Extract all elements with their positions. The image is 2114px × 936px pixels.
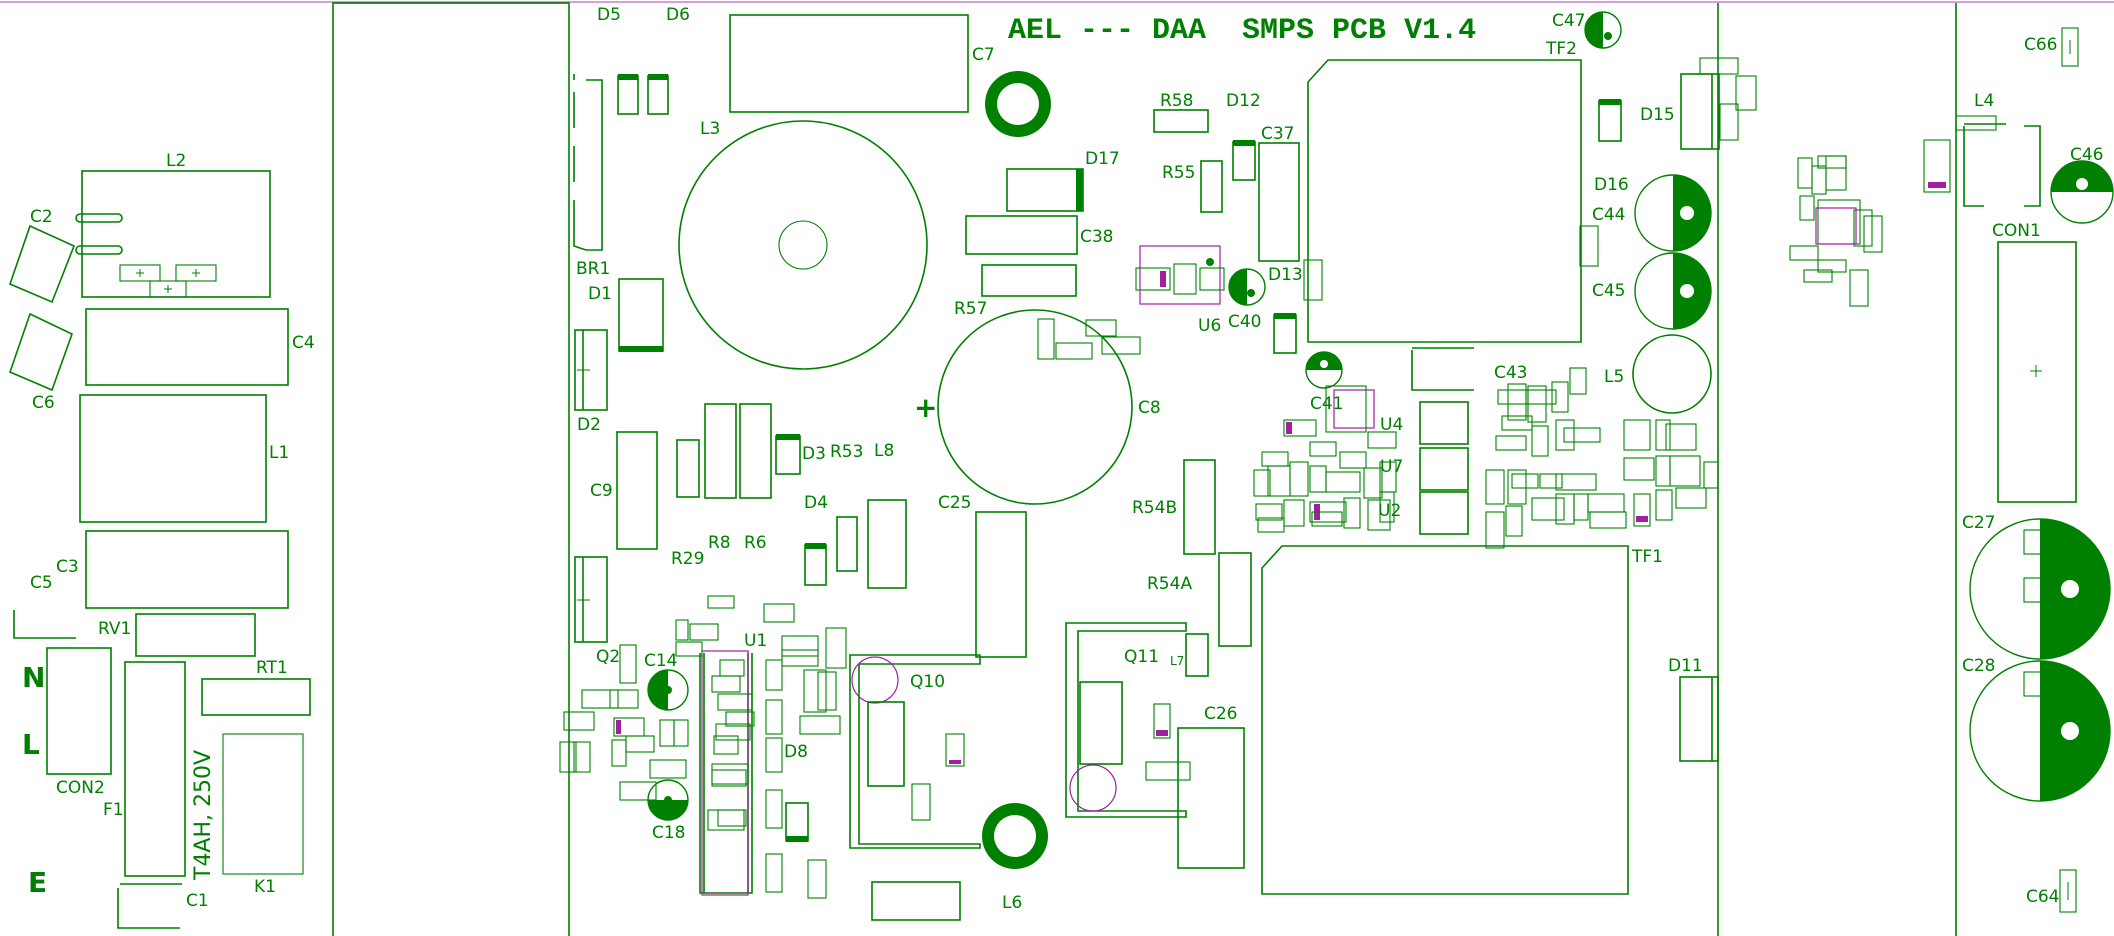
label-e: E xyxy=(28,866,47,899)
label-d16: D16 xyxy=(1594,175,1629,195)
label-tf1: TF1 xyxy=(1631,547,1663,567)
label-d8: D8 xyxy=(784,742,808,762)
label-d4: D4 xyxy=(804,493,828,513)
label-c37: C37 xyxy=(1261,124,1295,144)
label-c14: C14 xyxy=(644,651,678,671)
label-c25: C25 xyxy=(938,493,972,513)
label-r57: R57 xyxy=(954,299,987,319)
label-r54b: R54B xyxy=(1132,498,1177,518)
label-tf2: TF2 xyxy=(1545,39,1577,59)
label-c6: C6 xyxy=(32,393,55,413)
label-u7: U7 xyxy=(1380,457,1403,477)
label-n: N xyxy=(22,661,45,694)
label-d12: D12 xyxy=(1226,91,1261,111)
label-l2: L2 xyxy=(166,151,186,171)
label-d11: D11 xyxy=(1668,656,1703,676)
label-r53: R53 xyxy=(830,442,863,462)
label-u4: U4 xyxy=(1380,415,1403,435)
label-c38: C38 xyxy=(1080,227,1114,247)
label-q11: Q11 xyxy=(1124,647,1159,667)
label-l4: L4 xyxy=(1974,91,1994,111)
label-c40: C40 xyxy=(1228,312,1262,332)
right-section xyxy=(1789,27,2114,913)
label-l: L xyxy=(22,728,40,761)
label-c9: C9 xyxy=(590,481,613,501)
label-l8: L8 xyxy=(874,441,894,461)
label-l7: L7 xyxy=(1170,654,1184,668)
label-c1: C1 xyxy=(186,891,209,911)
label-con2: CON2 xyxy=(56,778,105,798)
label-c41: C41 xyxy=(1310,394,1344,414)
label-d5: D5 xyxy=(597,5,621,25)
label-l3: L3 xyxy=(700,119,720,139)
center-right-section xyxy=(1065,11,1757,895)
label-c4: C4 xyxy=(292,333,315,353)
label-d2: D2 xyxy=(577,415,601,435)
label-c28: C28 xyxy=(1962,656,1996,676)
label-r55: R55 xyxy=(1162,163,1195,183)
label-c45: C45 xyxy=(1592,281,1626,301)
label-c66: C66 xyxy=(2024,35,2058,55)
label-d3: D3 xyxy=(802,444,826,464)
label-q10: Q10 xyxy=(910,672,945,692)
label-d6: D6 xyxy=(666,5,690,25)
label-c47: C47 xyxy=(1552,11,1586,31)
label-d15: D15 xyxy=(1640,105,1675,125)
label-br1: BR1 xyxy=(576,259,610,279)
label-d1: D1 xyxy=(588,284,612,304)
label-u2: U2 xyxy=(1378,501,1401,521)
label-r8: R8 xyxy=(708,533,731,553)
label-q2: Q2 xyxy=(596,647,620,667)
label-c26: C26 xyxy=(1204,704,1238,724)
label-c44: C44 xyxy=(1592,205,1626,225)
label-r58: R58 xyxy=(1160,91,1193,111)
label-r29: R29 xyxy=(671,549,704,569)
label-k1: K1 xyxy=(254,877,276,897)
label-f1: F1 xyxy=(103,800,124,820)
label-rv1: RV1 xyxy=(98,619,131,639)
label-c2: C2 xyxy=(30,207,53,227)
label-r54a: R54A xyxy=(1147,574,1192,594)
label-d13: D13 xyxy=(1268,265,1303,285)
label-rt1: RT1 xyxy=(256,658,288,678)
label-r6: R6 xyxy=(744,533,767,553)
label-fuse-rating: T4AH, 250V xyxy=(191,750,216,881)
label-c8: C8 xyxy=(1138,398,1161,418)
reference-designators: D5 D6 C7 C47 TF2 C66 L2 L3 R58 D12 D17 R… xyxy=(22,5,2104,913)
c8-polarity: + xyxy=(914,391,937,424)
left-section xyxy=(9,170,311,929)
middle-section: + xyxy=(559,14,1141,921)
label-c64: C64 xyxy=(2026,887,2060,907)
label-c27: C27 xyxy=(1962,513,1996,533)
label-u6: U6 xyxy=(1198,316,1221,336)
label-l6: L6 xyxy=(1002,893,1022,913)
board-title: AEL --- DAA SMPS PCB V1.4 xyxy=(1008,14,1476,48)
label-con1: CON1 xyxy=(1992,221,2041,241)
label-l5: L5 xyxy=(1604,367,1624,387)
label-c7: C7 xyxy=(972,45,995,65)
label-l1: L1 xyxy=(269,443,289,463)
label-c46: C46 xyxy=(2070,145,2104,165)
label-c43: C43 xyxy=(1494,363,1528,383)
label-c3: C3 xyxy=(56,557,79,577)
label-d17: D17 xyxy=(1085,149,1120,169)
label-u1: U1 xyxy=(744,631,767,651)
label-c18: C18 xyxy=(652,823,686,843)
label-c5: C5 xyxy=(30,573,53,593)
